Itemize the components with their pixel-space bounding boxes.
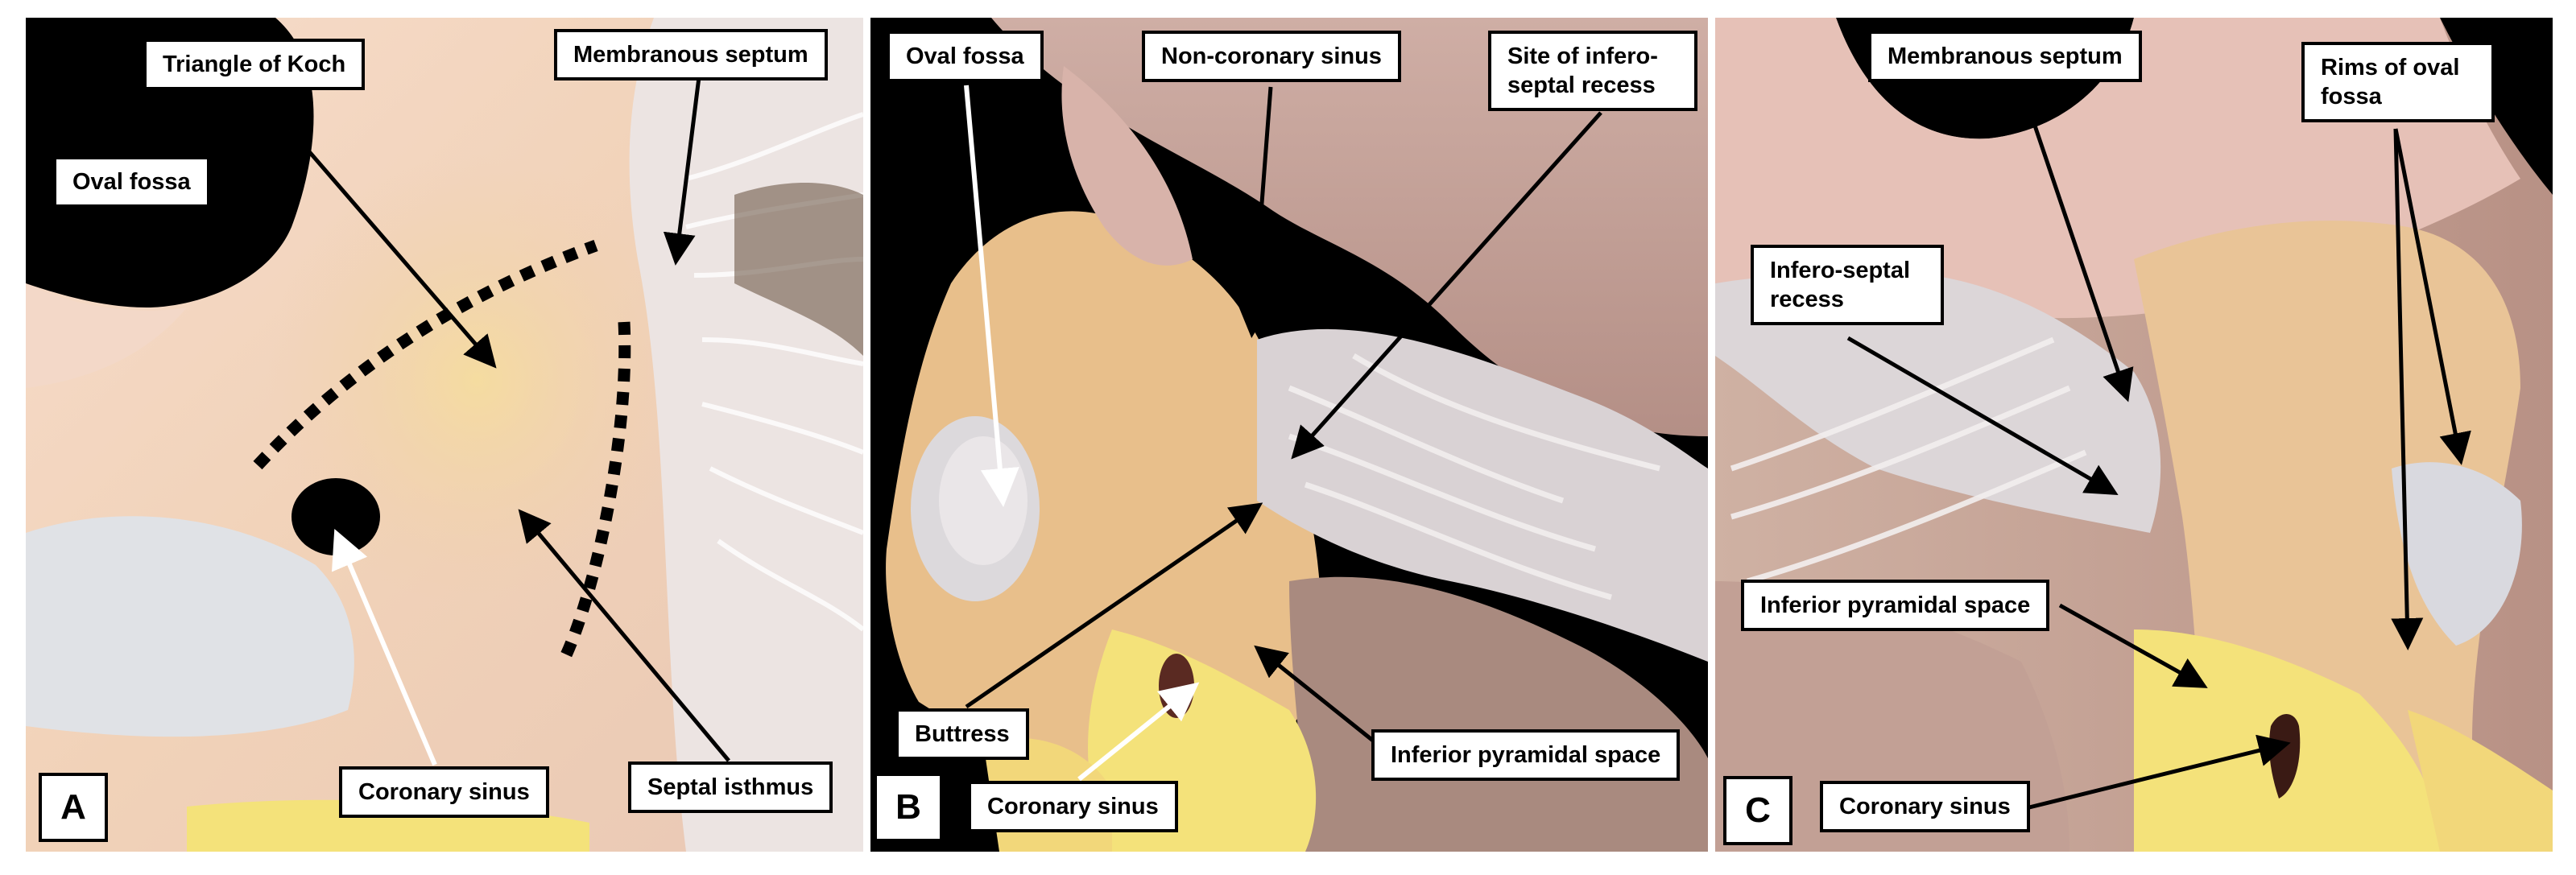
panel-c-label-rims-of-oval-fossa-line2: fossa [2321, 84, 2382, 109]
panel-c-photo [1715, 18, 2553, 852]
panel-b-label-buttress: Buttress [895, 708, 1029, 760]
panel-c-specimen-image [1715, 18, 2553, 852]
panel-b-label-site-infero-septal-recess-line2: septal recess [1507, 72, 1656, 98]
panel-a-specimen-image [26, 18, 863, 852]
panel-c-label-membranous-septum: Membranous septum [1868, 31, 2142, 82]
panel-c-letter: C [1723, 776, 1792, 845]
panel-c-label-rims-of-oval-fossa-line1: Rims of oval [2321, 55, 2460, 80]
panel-c-label-infero-septal-recess-line1: Infero-septal [1770, 258, 1911, 283]
panel-a-photo [26, 18, 863, 852]
panel-b-label-site-infero-septal-recess: Site of infero- septal recess [1488, 31, 1697, 111]
panel-c-label-rims-of-oval-fossa: Rims of oval fossa [2301, 42, 2495, 122]
panel-b-label-oval-fossa: Oval fossa [887, 31, 1044, 82]
panel-b-label-coronary-sinus: Coronary sinus [968, 781, 1178, 832]
panel-c-label-infero-septal-recess: Infero-septal recess [1751, 245, 1944, 325]
panel-a-label-membranous-septum: Membranous septum [554, 29, 828, 80]
panel-a-label-septal-isthmus: Septal isthmus [628, 761, 833, 813]
panel-b-label-non-coronary-sinus: Non-coronary sinus [1142, 31, 1401, 82]
panel-b-letter: B [874, 773, 943, 842]
panel-a-letter: A [39, 773, 108, 842]
panel-a-label-coronary-sinus: Coronary sinus [339, 766, 549, 818]
panel-a-label-oval-fossa: Oval fossa [53, 156, 210, 208]
panel-b-label-inferior-pyramidal-space: Inferior pyramidal space [1371, 729, 1681, 781]
panel-c-label-inferior-pyramidal-space: Inferior pyramidal space [1741, 580, 2050, 631]
panel-c-label-coronary-sinus: Coronary sinus [1820, 781, 2030, 832]
panel-c-label-infero-septal-recess-line2: recess [1770, 287, 1844, 312]
panel-b-label-site-infero-septal-recess-line1: Site of infero- [1507, 43, 1658, 69]
panel-a-label-triangle-of-koch: Triangle of Koch [143, 39, 366, 90]
